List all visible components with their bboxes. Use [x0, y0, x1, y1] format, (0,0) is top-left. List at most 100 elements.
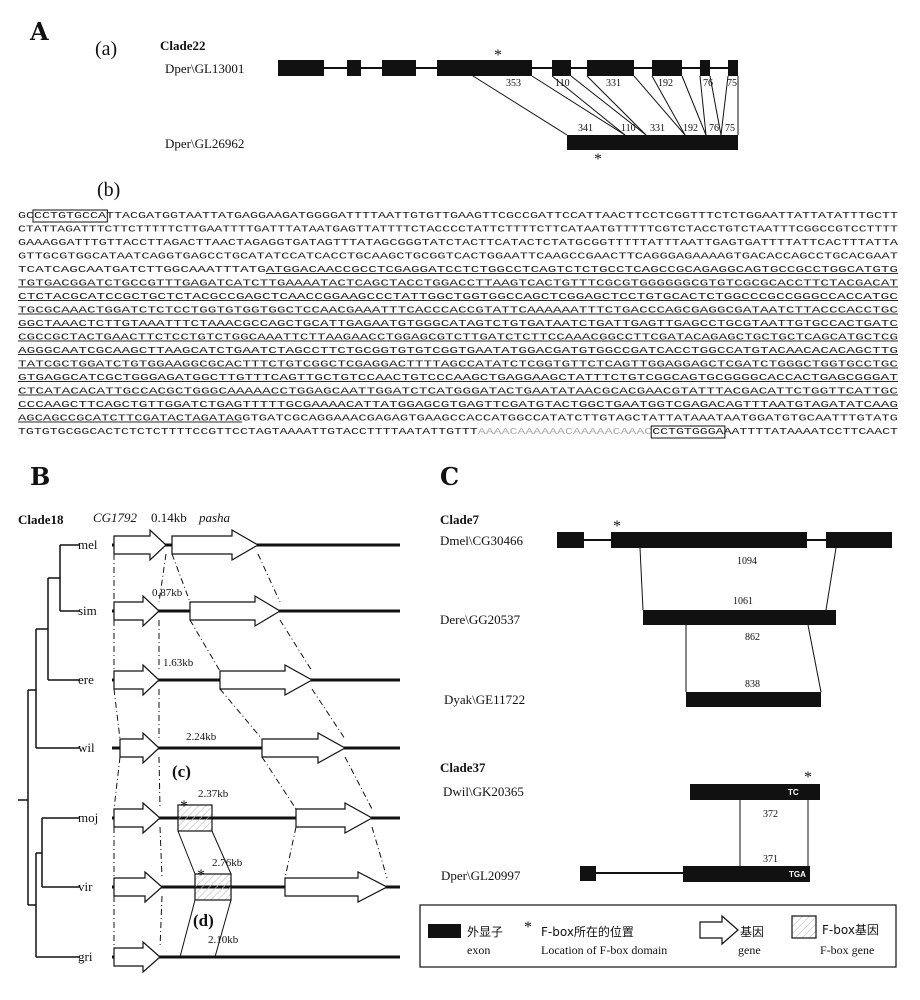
clade37-length-2: 371 [763, 854, 778, 865]
species-label-ere: ere [78, 672, 94, 687]
sequence-segment: CTATTAGATTTCTTCTTTTTCTTGAATTTTGATTTATAAT… [18, 224, 898, 235]
legend-star-symbol: * [524, 919, 532, 936]
sequence-line: GTTGCGTGGCATAATCAGGTGAGCCTGCATATCCATCACC… [18, 251, 898, 262]
sequence-cds-segment: AGCAGCCGCATCTTCGATACTAGATAG [18, 413, 242, 424]
exon-length-bottom-3: 331 [650, 123, 665, 134]
sequence-line: CTCATACACATTGCCACGCTGGGCAAAAACCTGGAGCAAT… [18, 386, 898, 397]
arrow-cg1792-wil [119, 731, 160, 765]
arrow-cg1792-vir [113, 870, 163, 904]
subpanel-label-b: (b) [97, 179, 120, 201]
legend-exon-swatch [428, 924, 461, 938]
sequence-cds-segment: CTCTACGCATCCGCTGCTCTACGCCGAGCTCAACCGGAAG… [18, 291, 898, 302]
fbox-star-gl26962: * [594, 151, 602, 168]
gene-label-ge11722: Dyak\GE11722 [444, 692, 525, 707]
sequence-polya-segment: AAAACAAAAAACAAAAACAAAC [478, 426, 653, 437]
sequence-line: CGCCGCTACTGAACTTCTCCTGTCTGGCAAATTCTTAAGA… [18, 332, 898, 343]
clade7-length-3: 862 [745, 632, 760, 643]
subpanel-label-c: (c) [172, 762, 191, 781]
gene-label-gk20365: Dwil\GK20365 [443, 784, 524, 799]
arrow-pasha-vir [284, 871, 389, 903]
fbox-star-cg30466: * [613, 518, 621, 535]
exon-length-labels-bottom: 341 110 331 192 76 75 [578, 123, 735, 134]
panel-label-B: B [30, 462, 50, 491]
clade7-length-4: 838 [745, 679, 760, 690]
arrow-cg1792-gri [113, 940, 161, 974]
gene-model-cg30466 [557, 532, 892, 548]
distance-top: 0.14kb [151, 510, 187, 525]
gene-label-cg1792: CG1792 [93, 510, 138, 525]
fbox-gene-vir [194, 873, 232, 901]
sequence-line: CTCTACGCATCCGCTGCTCTACGCCGAGCTCAACCGGAAG… [18, 291, 898, 302]
sequence-segment: AATTTTATAAAATCCTTCAACT [724, 426, 899, 437]
arrow-cg1792-mel [113, 528, 167, 562]
gene-label-cg30466: Dmel\CG30466 [440, 533, 524, 548]
exon-correspondence-lines [472, 75, 739, 136]
fbox-gene-moj [177, 804, 213, 832]
gene-label-gl20997: Dper\GL20997 [441, 868, 521, 883]
fbox-connector-lines [177, 830, 232, 958]
clade37-connector [739, 800, 809, 866]
sequence-line: TGCGCAAACTGGATCTCTCCTGGTGTGGTGGCTCCAACGA… [18, 305, 898, 316]
legend-fbox-gene-en: F-box gene [820, 943, 874, 957]
panel-label-A: A [29, 17, 49, 46]
gene-label-pasha: pasha [198, 510, 231, 525]
exon-length-top-5: 76 [703, 78, 713, 89]
sequence-cds-segment: AGGGCAATCGCAAGCTTAAGCATCTGAATCTAGCCTTCTG… [18, 345, 898, 356]
exon-length-top-1: 353 [506, 78, 521, 89]
sequence-line: CCCAAGCTTCAGCTGTTGGATCTGAGTTTTTGCGAAAACA… [18, 399, 898, 410]
legend-gene-arrow [699, 914, 739, 946]
gene-model-gg20537 [643, 610, 836, 625]
exon-length-bottom-4: 192 [683, 123, 698, 134]
arrow-cg1792-ere [113, 663, 160, 697]
clade7-connector-1 [639, 547, 837, 611]
exon-length-bottom-6: 75 [725, 123, 735, 134]
fbox-star-vir: * [197, 867, 205, 884]
distance-moj: 2.37kb [198, 788, 229, 800]
legend-fbox-pos-en: Location of F-box domain [541, 943, 667, 957]
gene-model-ge11722 [686, 692, 821, 707]
sequence-segment: TGTGTGCGGCACTCTCTCTTTTCCGTTCCTAGTAAAATTG… [18, 426, 478, 437]
legend-fbox-gene-swatch [791, 915, 817, 939]
inter-gene-distances: 0.87kb 1.63kb 2.24kb 2.37kb 2.76kb 2.10k… [152, 587, 243, 946]
panel-label-C: C [440, 462, 459, 491]
clade37-length-1: 372 [763, 809, 778, 820]
legend-fbox-pos-cn: F-box所在的位置 [541, 924, 634, 939]
clade37-title: Clade37 [440, 760, 486, 775]
exon-length-bottom-1: 341 [578, 123, 593, 134]
exon-length-top-6: 75 [727, 78, 737, 89]
sequence-segment: GTTGCGTGGCATAATCAGGTGAGCCTGCATATCCATCACC… [18, 251, 898, 262]
legend-fbox-gene-cn: F-box基因 [822, 923, 879, 937]
sequence-line: GAAAGGATTTGTTACCTTAGACTTAACTAGAGGTGATAGT… [18, 237, 898, 248]
gene-model-gl13001 [278, 60, 738, 76]
motif-box [32, 209, 108, 223]
fbox-genes [177, 804, 232, 901]
exon-length-top-3: 331 [606, 78, 621, 89]
legend-gene-en: gene [738, 943, 761, 957]
exon-length-labels-top: 353 110 331 192 76 75 [506, 78, 737, 89]
arrow-pasha-ere [219, 663, 314, 697]
distance-wil: 2.24kb [186, 731, 217, 743]
sequence-line: GTGAGGCATCGCTGGGAGATGGCTTGTTTCAGTTGCTGTC… [18, 372, 898, 383]
clade18-title: Clade18 [18, 512, 64, 527]
sequence-cds-segment: TGTGACGGATCTGCCGTTTGAGATCATCTTGAAAATACTC… [18, 278, 898, 289]
sequence-cds-segment: GGCTAAACTCTTGTAAATTTCTAAACGCCAGCTGCATTGA… [18, 318, 898, 329]
sequence-line: CTATTAGATTTCTTCTTTTTCTTGAATTTTGATTTATAAT… [18, 224, 898, 235]
species-label-gri: gri [78, 949, 93, 964]
subpanel-label-d: (d) [193, 911, 214, 930]
gene-label-gl26962: Dper\GL26962 [165, 136, 244, 151]
subpanel-label-a: (a) [95, 38, 117, 60]
sequence-cds-segment: CGCCGCTACTGAACTTCTCCTGTCTGGCAAATTCTTAAGA… [18, 332, 898, 343]
legend: 外显子 exon * F-box所在的位置 Location of F-box … [419, 904, 897, 968]
codon-label-tc: TC [788, 788, 799, 797]
legend-gene-cn: 基因 [740, 925, 764, 939]
sequence-line: GGCTAAACTCTTGTAAATTTCTAAACGCCAGCTGCATTGA… [18, 318, 898, 329]
sequence-cds-segment: TATCGCTGGATCTGTGGAAGGCGCACTTTCTGTCGGCTCG… [18, 359, 898, 370]
arrow-pasha-wil [261, 731, 347, 765]
sequence-segment: TCATCAGCAATGATCTTGGCAAATTTATG [18, 264, 266, 275]
species-label-vir: vir [78, 879, 93, 894]
phylogenetic-tree [18, 544, 80, 958]
sequence-segment: GAAAGGATTTGTTACCTTAGACTTAACTAGAGGTGATAGT… [18, 237, 898, 248]
codon-label-tga: TGA [789, 870, 806, 879]
